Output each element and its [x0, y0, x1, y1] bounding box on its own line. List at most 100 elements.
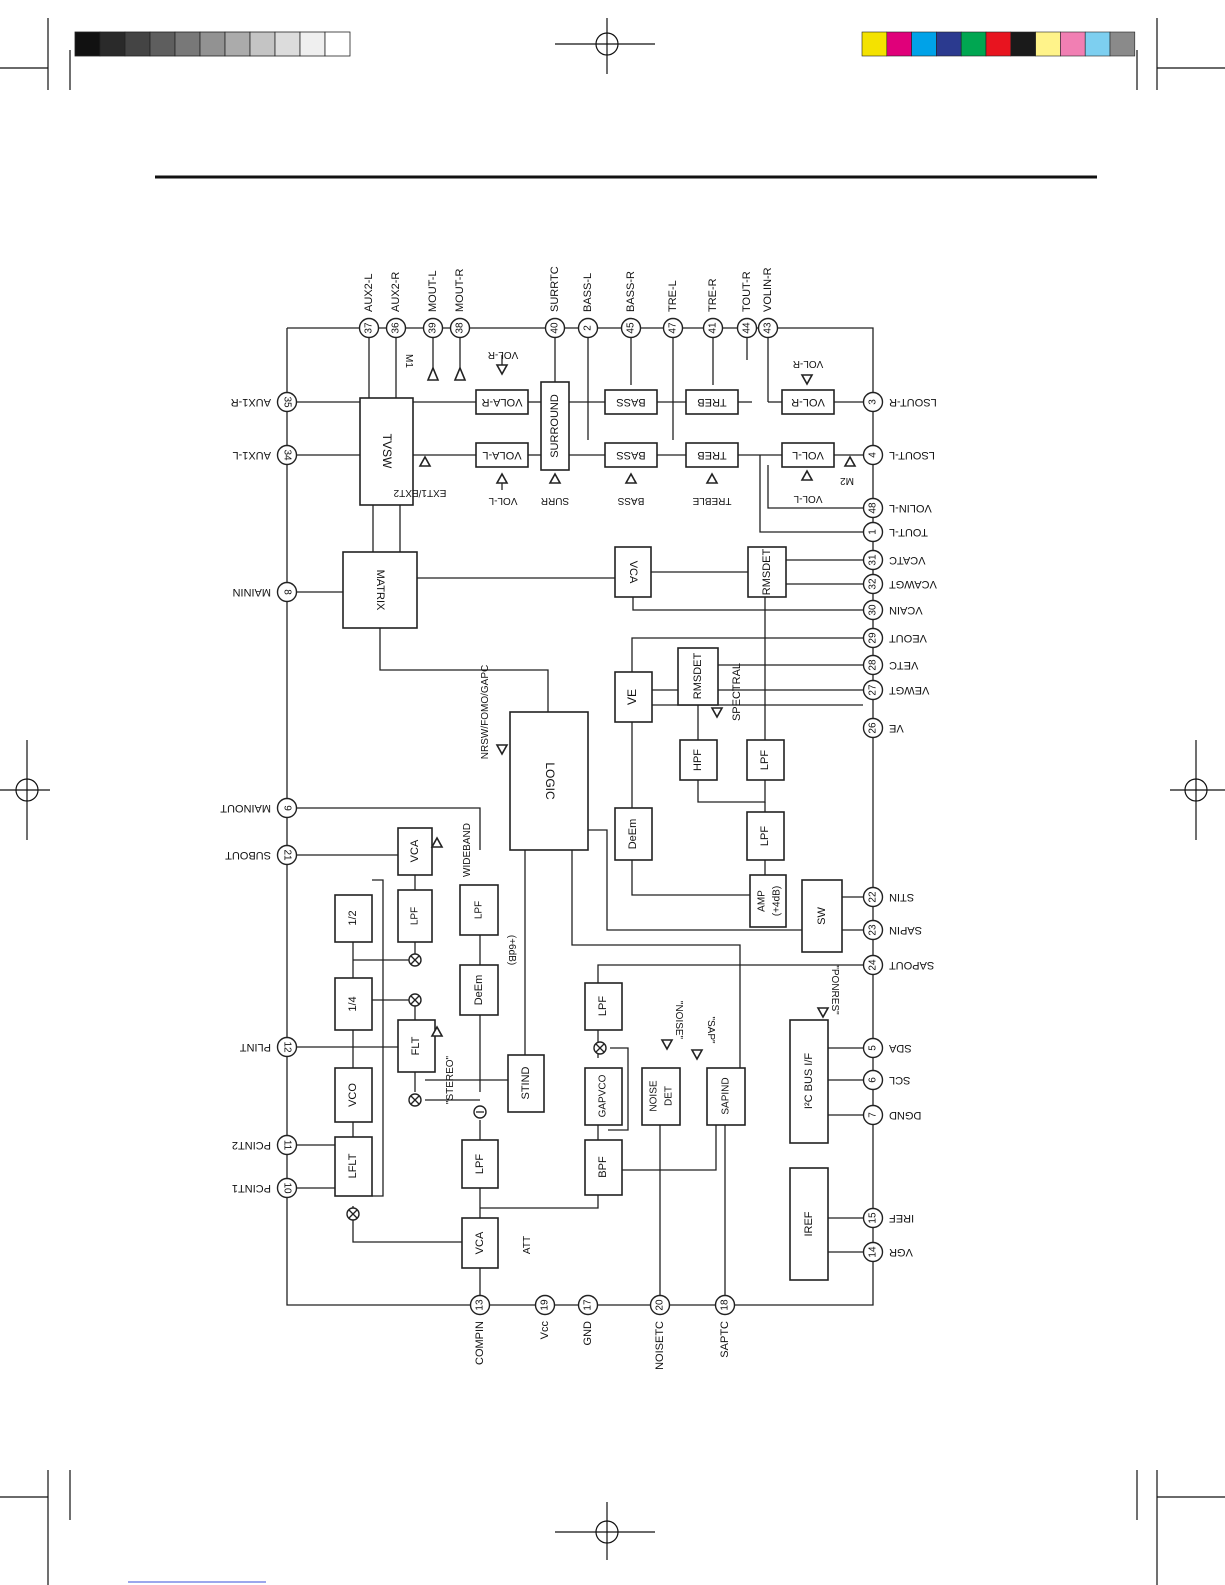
pin-number: 47	[668, 322, 679, 334]
pin-label: SCL	[889, 1074, 910, 1086]
hpf-block: HPF	[679, 739, 718, 781]
rmsdet-vca-block: RMSDET	[747, 546, 787, 598]
vol-r-control-label: VOL-R	[793, 358, 824, 369]
rmsdet-ve-block: RMSDET	[677, 647, 719, 706]
color-swatch	[1060, 31, 1086, 57]
registration-mark-bottom	[555, 1502, 655, 1560]
treb-l-block: TREB	[685, 442, 739, 468]
amp-block: AMP(+4dB)	[749, 874, 787, 928]
pin-number: 12	[281, 1041, 292, 1053]
pin-label: BASS-R	[625, 271, 637, 312]
pin-number: 26	[868, 722, 879, 734]
color-swatch	[1010, 31, 1036, 57]
pin-label: VE	[889, 722, 904, 734]
pin-number: 10	[281, 1182, 292, 1194]
pin-number: 27	[868, 684, 879, 696]
mixer-node	[593, 1041, 607, 1055]
pin-number: 29	[868, 632, 879, 644]
logic-block: LOGIC	[509, 711, 589, 851]
svg-text:LPF: LPF	[474, 901, 485, 919]
pin-number: 5	[868, 1045, 879, 1051]
svg-text:VE: VE	[625, 689, 639, 705]
pin-number: 35	[281, 396, 292, 408]
svg-text:HPF: HPF	[692, 749, 704, 771]
pin-number: 37	[364, 322, 375, 334]
pin-label: TOUT-R	[741, 271, 753, 312]
svg-text:NOISE: NOISE	[649, 1080, 660, 1111]
pin-label: MAINOUT	[220, 802, 271, 814]
pin-label: VETC	[889, 659, 918, 671]
buffer-triangle	[453, 365, 467, 381]
pin-label: AUX2-R	[390, 272, 402, 312]
registration-mark-right	[1170, 740, 1225, 840]
gray-swatch	[199, 31, 226, 57]
svg-text:LFLT: LFLT	[347, 1153, 359, 1178]
gapvco-block: GAPVCO	[584, 1067, 623, 1126]
color-swatch	[960, 31, 987, 57]
iref-block: IREF	[789, 1167, 829, 1281]
svg-text:VCA: VCA	[627, 561, 639, 584]
svg-text:BPF: BPF	[597, 1156, 609, 1178]
gray-swatch	[124, 31, 151, 57]
pin-number: 41	[708, 322, 719, 334]
gray-swatch	[324, 31, 351, 57]
svg-text:IREF: IREF	[803, 1211, 815, 1236]
pin-label: MOUT-R	[454, 269, 466, 312]
svg-text:VOL-L: VOL-L	[792, 449, 824, 461]
signal-labels: VOL-R VOL-L VOL-R VOL-L M1 M2 EXT1/EXT2 …	[393, 349, 854, 1254]
i2c-bus-block: I²C BUS I/F	[789, 1019, 829, 1144]
pin-label: VCATC	[889, 554, 926, 566]
svg-text:FLT: FLT	[410, 1036, 422, 1055]
svg-text:SAPIND: SAPIND	[721, 1077, 732, 1114]
sw-block: SW	[801, 879, 843, 953]
vola-r-control-label: VOL-R	[488, 349, 519, 360]
pin-label: STIN	[889, 891, 914, 903]
pin-number: 14	[868, 1246, 879, 1258]
pin-label: DGND	[889, 1109, 921, 1121]
svg-text:SW: SW	[816, 907, 828, 925]
pin-label: VGR	[889, 1246, 913, 1258]
function-blocks: TVSW VOLA-R VOLA-L SURROUND BASS BASS TR…	[334, 381, 843, 1281]
noise-label: "NOISE"	[673, 1001, 684, 1040]
pin-label: Vcc	[539, 1321, 551, 1340]
svg-text:VCA: VCA	[409, 839, 421, 862]
pin-label: TRE-L	[667, 280, 679, 312]
svg-text:VCO: VCO	[347, 1083, 359, 1107]
pin-label: SURRTC	[549, 266, 561, 312]
pin-number: 4	[868, 452, 879, 458]
m2-label: M2	[840, 475, 854, 486]
bass-control-label: BASS	[617, 495, 644, 506]
svg-text:LPF: LPF	[759, 826, 771, 846]
color-swatch	[1084, 31, 1111, 57]
pin-label: TRE-R	[707, 278, 719, 312]
sapind-block: SAPIND	[706, 1067, 746, 1126]
pin-number: 9	[281, 805, 292, 811]
svg-text:VCA: VCA	[474, 1231, 486, 1254]
gray-swatch	[99, 31, 126, 57]
lpf-sub-block: LPF	[397, 889, 433, 943]
registration-mark-top	[555, 18, 655, 74]
pin-label: VEOUT	[889, 632, 927, 644]
pin-number: 22	[868, 891, 879, 903]
vol-l-block: VOL-L	[781, 442, 835, 468]
quarter-divider-block: 1/4	[334, 977, 373, 1031]
pin-number: 32	[868, 578, 879, 590]
pin-label: VOLIN-L	[889, 502, 932, 514]
svg-text:SURROUND: SURROUND	[549, 394, 561, 458]
printer-marks	[0, 18, 1225, 1585]
stind-block: STIND	[507, 1054, 545, 1113]
svg-text:RMSDET: RMSDET	[761, 549, 773, 596]
